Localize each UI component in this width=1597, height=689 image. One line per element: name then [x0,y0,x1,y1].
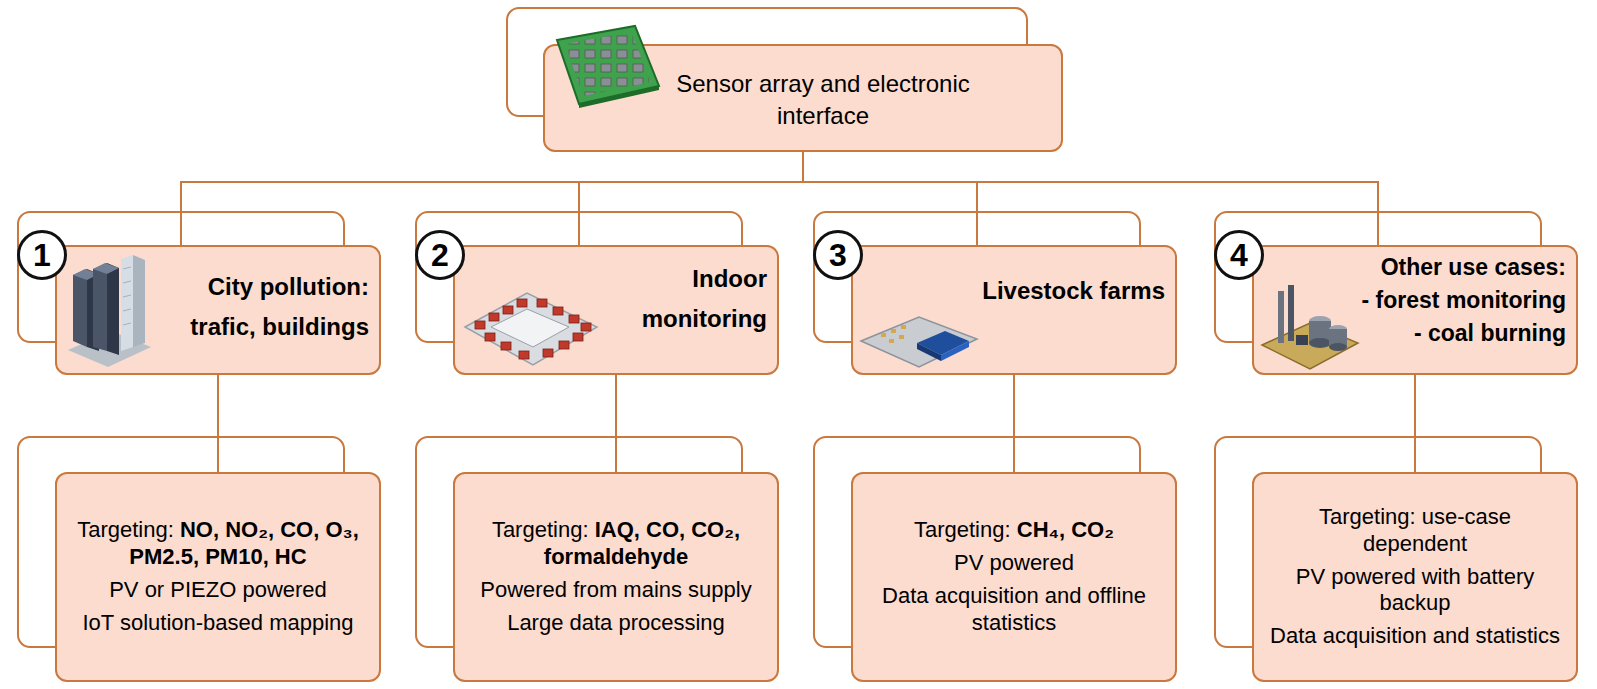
node-text: IoT solution-based mapping [82,610,353,635]
text-line-group: Large data processing [467,610,765,637]
callout-number: 4 [1214,230,1264,280]
root-box: Sensor array and electronic interface [543,44,1063,152]
text-line-group: Data acquisition and statistics [1266,623,1564,650]
node-text: Other use cases: [1362,251,1566,284]
callout-number: 3 [813,230,863,280]
node-text: Targeting: [77,517,174,542]
text-block: City pollution: trafic, buildings [144,267,369,347]
tree-connector [803,152,1378,245]
tree-connector [181,152,803,245]
node-text: Data acquisition and offline statistics [882,583,1146,635]
node-text: PV powered with battery backup [1296,564,1534,616]
node-text: CH₄, CO₂ [1017,517,1114,542]
text-block: Indoor monitoring [617,259,767,339]
spec-box: Targeting:CH₄, CO₂ PV poweredData acquisi… [851,472,1177,682]
tree-connector [1414,375,1416,472]
text-line-group: IoT solution-based mapping [69,610,367,637]
text-stack: Targeting: use-case dependent PV powered … [1254,474,1576,680]
node-text: Powered from mains supply [480,577,751,602]
node-text: PV or PIEZO powered [109,577,327,602]
use-case-box: City pollution: trafic, buildings1 [55,245,381,375]
text-line-group: Powered from mains supply [467,577,765,604]
text-block: Livestock farms [982,271,1165,311]
spec-box: Targeting:NO, NO₂, CO, O₃, PM2.5, PM10, … [55,472,381,682]
use-case-box: Livestock farms3 [851,245,1177,375]
text-stack: Targeting:NO, NO₂, CO, O₃, PM2.5, PM10, … [57,474,379,680]
node-text: Data acquisition and statistics [1270,623,1560,648]
callout-number: 1 [17,230,67,280]
indoor-room-icon [461,285,601,370]
node-text: Large data processing [507,610,725,635]
text-block: Sensor array and electronic interface [673,68,973,132]
tree-connector [217,375,219,472]
text-line-group: Targeting:CH₄, CO₂ [865,517,1163,544]
node-text: Sensor array and electronic interface [673,68,973,132]
callout-number: 2 [415,230,465,280]
text-line-group: PV powered [865,550,1163,577]
livestock-farm-icon [859,313,979,371]
tree-connector [615,375,617,472]
node-text: Targeting: [492,517,589,542]
text-stack: Targeting:CH₄, CO₂ PV poweredData acquisi… [853,474,1175,680]
node-text: City pollution: trafic, buildings [144,267,369,347]
node-text: - forest monitoring [1362,284,1566,317]
use-case-box: Other use cases:- forest monitoring- coa… [1252,245,1578,375]
text-line-group: Targeting:NO, NO₂, CO, O₃, PM2.5, PM10, … [69,517,367,571]
text-line-group: Targeting: use-case dependent [1266,504,1564,558]
node-text: Indoor monitoring [617,259,767,339]
city-buildings-icon [63,255,153,370]
node-text: Targeting: [914,517,1011,542]
pcb-icon [551,20,663,110]
text-line-group: PV or PIEZO powered [69,577,367,604]
coal-plant-icon [1260,283,1360,373]
text-line-group: Targeting:IAQ, CO, CO₂, formaldehyde [467,517,765,571]
tree-connector [579,152,803,245]
use-case-box: Indoor monitoring2 [453,245,779,375]
node-text: Livestock farms [982,271,1165,311]
node-text: - coal burning [1362,317,1566,350]
text-stack: Targeting:IAQ, CO, CO₂, formaldehydePowe… [455,474,777,680]
text-line-group: PV powered with battery backup [1266,564,1564,618]
text-block: Other use cases:- forest monitoring- coa… [1362,251,1566,350]
spec-box: Targeting:IAQ, CO, CO₂, formaldehydePowe… [453,472,779,682]
node-text: PV powered [954,550,1074,575]
tree-connector [1013,375,1015,472]
text-line-group: Data acquisition and offline statistics [865,583,1163,637]
spec-box: Targeting: use-case dependent PV powered … [1252,472,1578,682]
node-text: Targeting: use-case dependent [1319,504,1511,556]
